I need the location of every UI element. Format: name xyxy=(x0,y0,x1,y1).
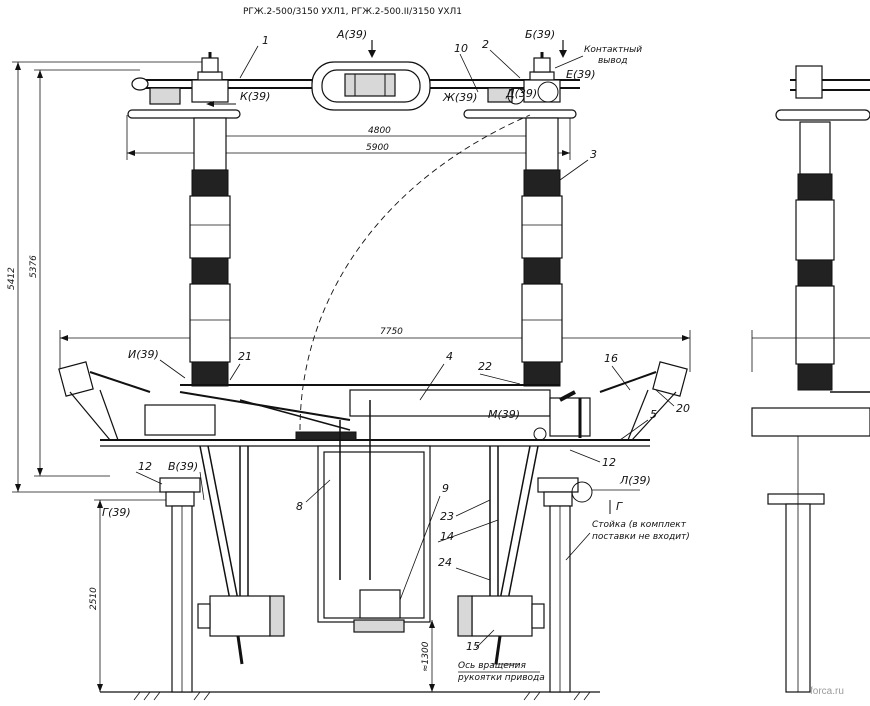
stand-note-line1: Стойка (в комплект xyxy=(592,520,687,530)
callout-10: 10 xyxy=(454,42,468,55)
left-earthing-blade xyxy=(58,361,151,441)
left-post xyxy=(159,477,201,693)
view-g-label: Г(39) xyxy=(102,506,131,519)
dim-5376: 5376 xyxy=(29,255,39,278)
view-i-label: И(39) xyxy=(128,348,159,361)
dim-7750: 7750 xyxy=(380,327,403,337)
drawing-title: РГЖ.2-500/3150 УХЛ1, РГЖ.2-500.II/3150 У… xyxy=(243,7,462,17)
dim-2510: 2510 xyxy=(89,587,99,610)
left-contact-head xyxy=(127,52,241,119)
axis-note-line1: Ось вращения xyxy=(458,661,526,671)
drive-linkage xyxy=(199,400,539,633)
ground xyxy=(100,691,600,701)
callout-12-left: 12 xyxy=(138,460,152,473)
callout-9: 9 xyxy=(442,482,449,495)
view-d-label: Д(39) xyxy=(505,87,537,100)
view-k-label: К(39) xyxy=(240,90,270,103)
watermark: forca.ru xyxy=(810,686,844,697)
dim-5412: 5412 xyxy=(7,267,17,290)
dim-5900: 5900 xyxy=(366,143,389,153)
callout-1: 1 xyxy=(262,34,269,47)
rotation-arc xyxy=(299,114,531,431)
callout-24: 24 xyxy=(438,556,452,569)
view-a-label: А(39) xyxy=(336,28,367,41)
callout-2: 2 xyxy=(482,38,489,51)
callout-12-right: 12 xyxy=(602,456,616,469)
callout-22: 22 xyxy=(478,360,492,373)
callout-4: 4 xyxy=(446,350,453,363)
base-frame xyxy=(100,384,650,447)
callout-5: 5 xyxy=(650,408,657,421)
contact-outlet-line2: вывод xyxy=(598,56,627,66)
side-view xyxy=(751,65,870,693)
callout-3: 3 xyxy=(590,148,597,161)
view-zh-label: Ж(39) xyxy=(442,91,477,104)
view-m-label: М(39) xyxy=(488,408,520,421)
right-earthing-blade xyxy=(599,361,688,441)
left-drive-unit xyxy=(197,595,285,665)
left-insulator-column xyxy=(189,117,231,387)
view-e-label: Е(39) xyxy=(566,68,596,81)
view-g-arrow-label: Г xyxy=(616,500,623,513)
callout-20: 20 xyxy=(676,402,690,415)
callout-16: 16 xyxy=(604,352,618,365)
right-contact-head xyxy=(463,52,577,119)
axis-note-line2: рукоятки привода xyxy=(457,673,545,683)
right-drive-unit xyxy=(457,595,545,665)
callout-8: 8 xyxy=(296,500,303,513)
view-l-label: Л(39) xyxy=(619,474,651,487)
callout-21: 21 xyxy=(238,350,252,363)
height-dimensions: 5412 5376 2510 ≈1300 xyxy=(7,61,435,692)
stand-note-line2: поставки не входит) xyxy=(592,532,690,542)
right-post xyxy=(537,477,579,693)
view-v-label: В(39) xyxy=(168,460,198,473)
dim-1300: ≈1300 xyxy=(421,641,431,672)
dim-4800: 4800 xyxy=(368,126,391,136)
contact-outlet-line1: Контактный xyxy=(584,45,642,55)
view-b-label: Б(39) xyxy=(525,28,555,41)
right-insulator-column xyxy=(521,117,563,387)
callout-23: 23 xyxy=(440,510,454,523)
callout-15: 15 xyxy=(466,640,480,653)
